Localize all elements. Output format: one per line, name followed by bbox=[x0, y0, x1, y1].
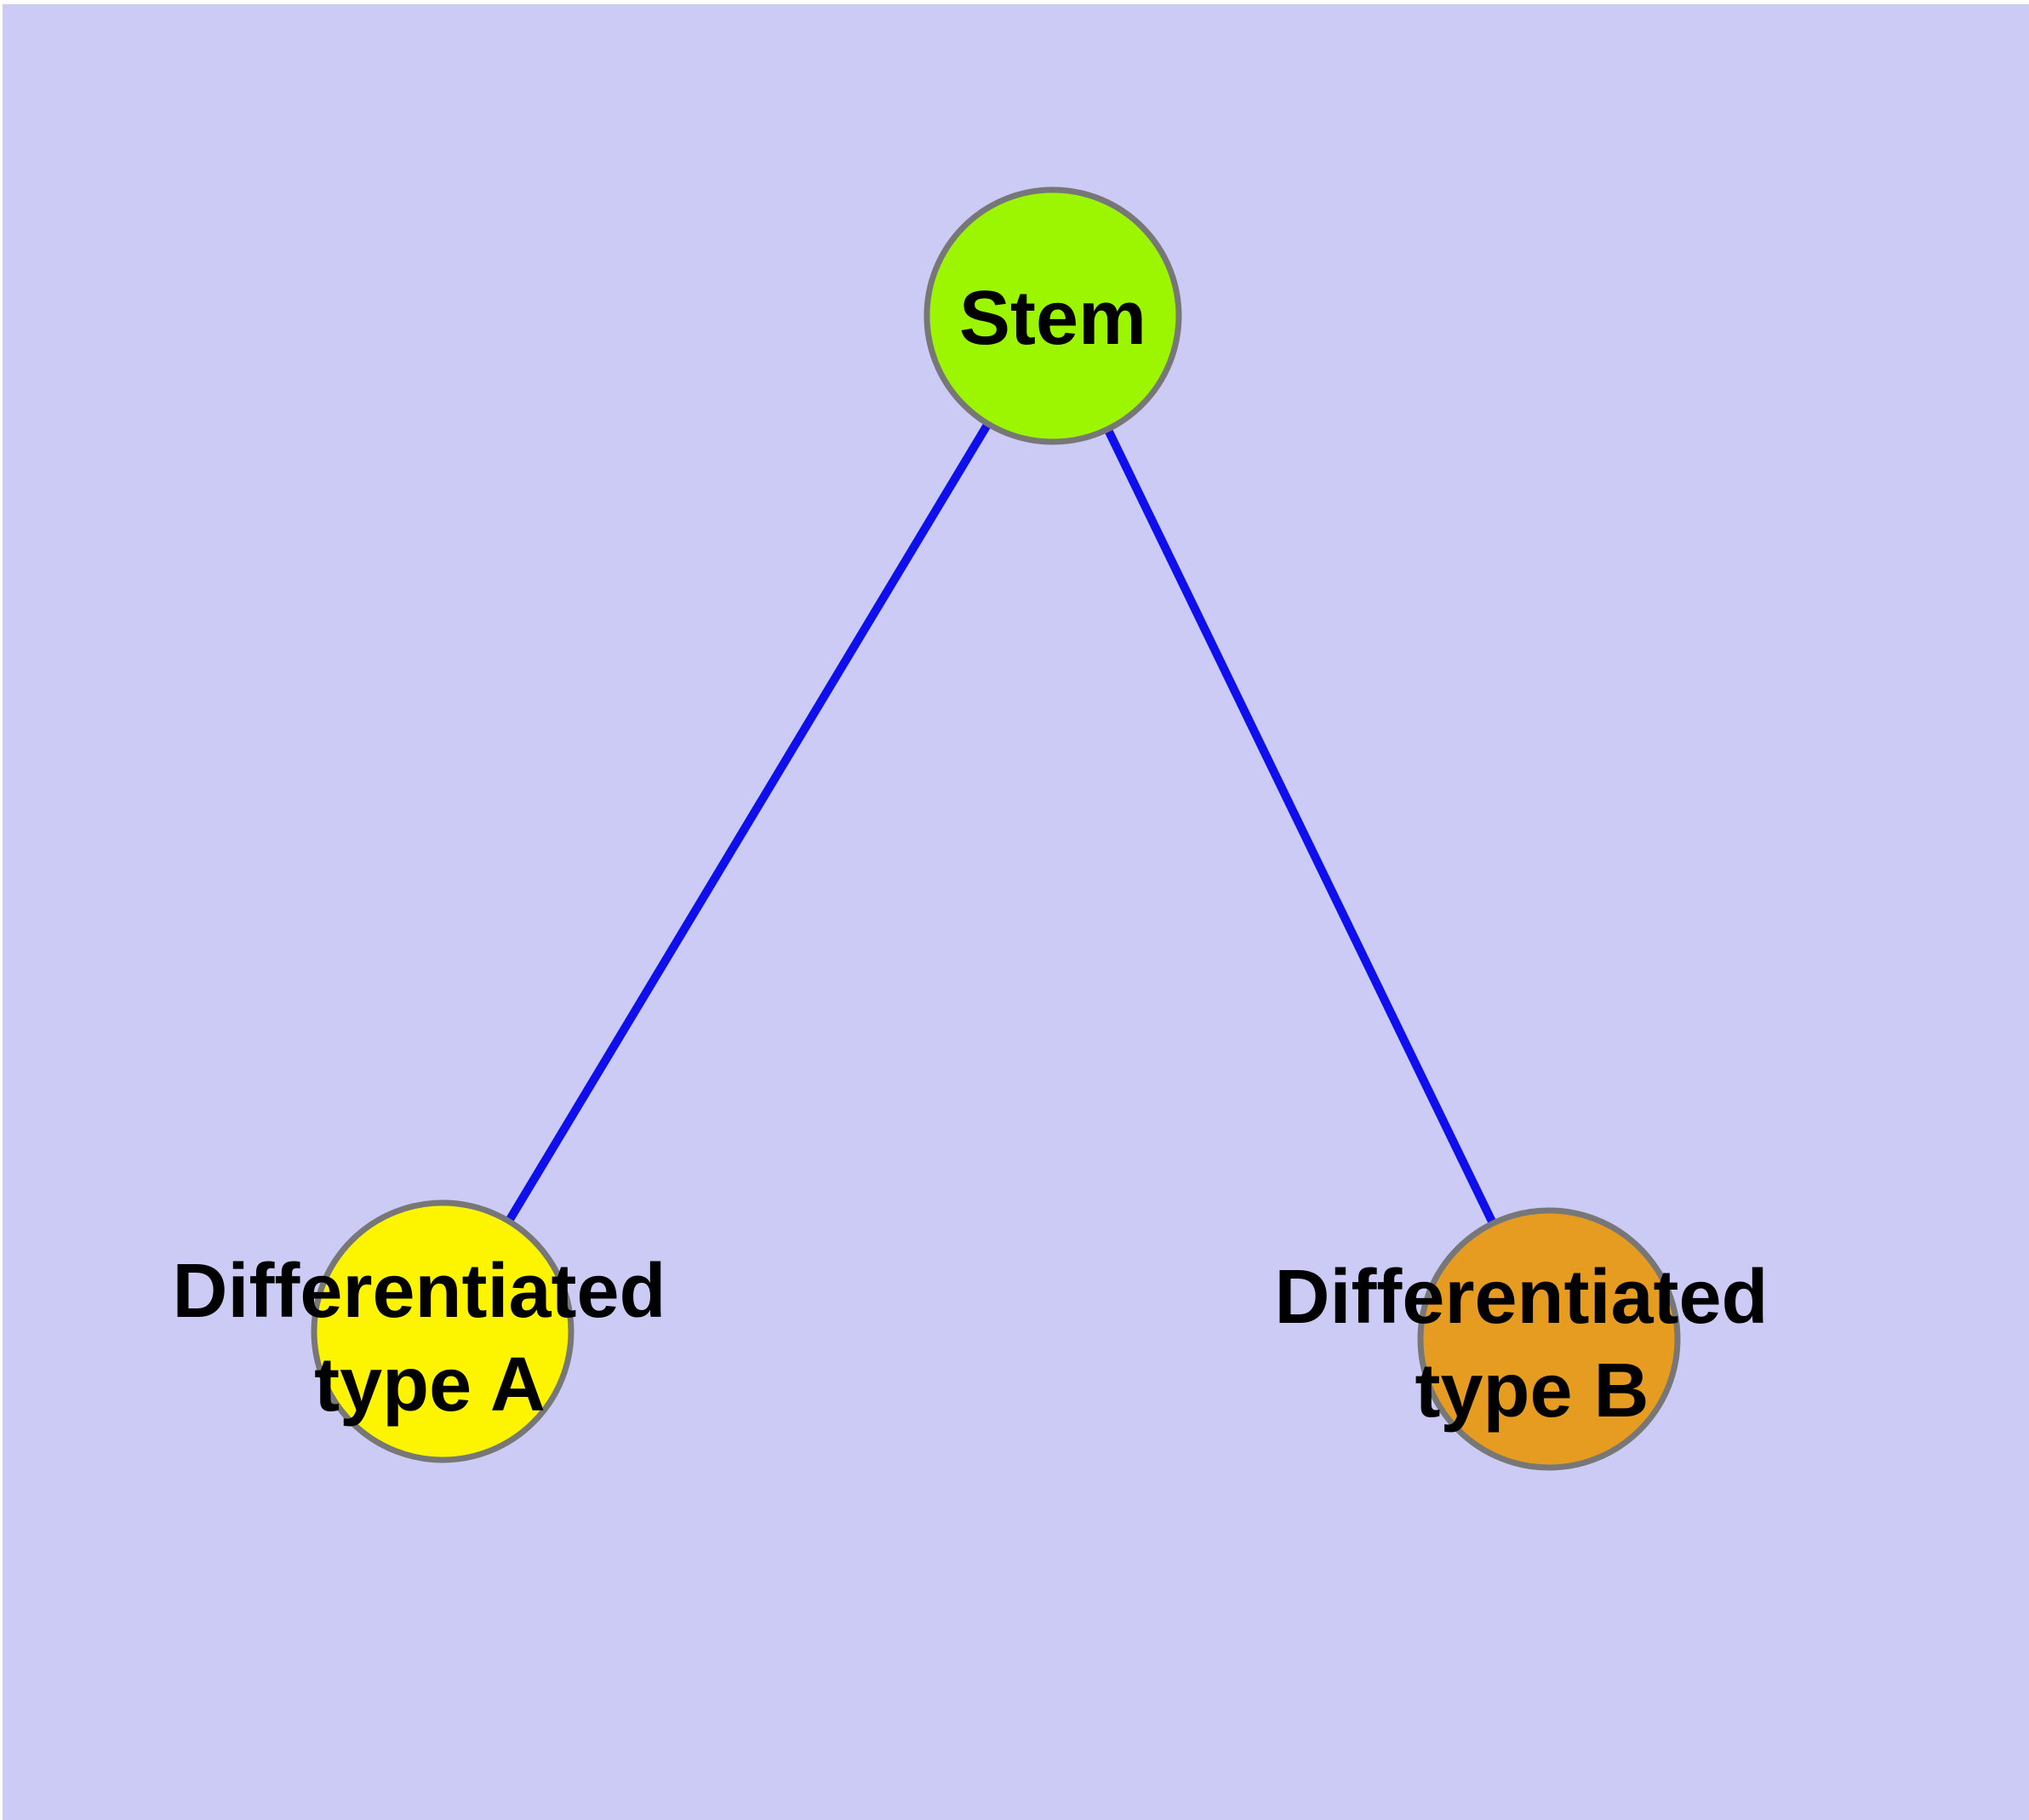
edge-group bbox=[438, 313, 1553, 1342]
node-type-b-label-line1: Differentiated bbox=[1274, 1255, 1768, 1340]
node-type-a-circle bbox=[311, 1199, 574, 1463]
node-type-b-label: Differentiated type B bbox=[1274, 1255, 1789, 1434]
node-differentiated-type-b: Differentiated type B bbox=[1274, 1207, 1789, 1471]
node-differentiated-type-a: Differentiated type A bbox=[172, 1199, 687, 1463]
node-stem: Stem bbox=[923, 186, 1182, 445]
edge-stem-to-type-b bbox=[1049, 313, 1553, 1342]
node-type-a-label-line2: type A bbox=[314, 1342, 546, 1428]
node-type-a-label-line1: Differentiated bbox=[172, 1249, 666, 1334]
edge-stem-to-type-a bbox=[438, 313, 1057, 1334]
node-stem-circle bbox=[923, 186, 1182, 445]
node-type-b-label-line2: type B bbox=[1415, 1348, 1649, 1434]
node-stem-label: Stem bbox=[959, 276, 1146, 361]
node-stem-label-line: Stem bbox=[959, 276, 1146, 361]
node-type-b-circle bbox=[1417, 1207, 1681, 1471]
node-type-a-label: Differentiated type A bbox=[172, 1249, 687, 1428]
